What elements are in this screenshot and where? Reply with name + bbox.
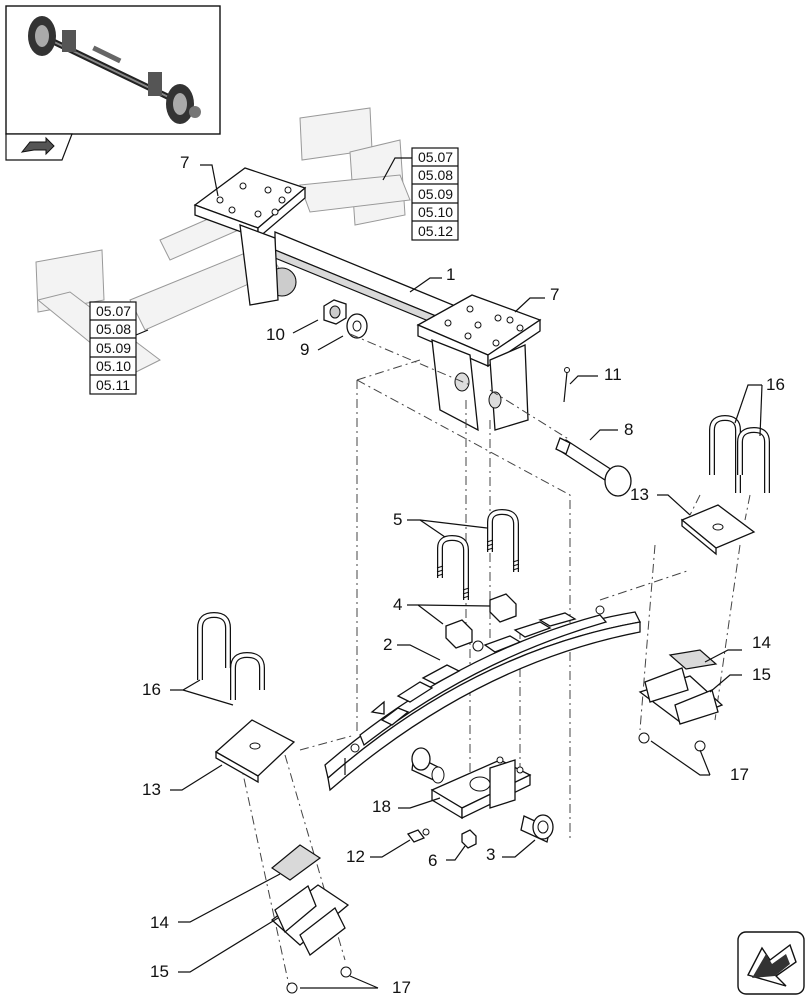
axle-assembly-thumbnail bbox=[28, 16, 201, 124]
callout-11: 11 bbox=[604, 365, 622, 384]
u-bolt-left[interactable] bbox=[197, 611, 265, 700]
lock-nut[interactable] bbox=[461, 829, 477, 849]
u-bolt-center[interactable] bbox=[436, 508, 520, 600]
mounting-plate-right[interactable] bbox=[416, 294, 542, 432]
callout-3: 3 bbox=[486, 845, 495, 864]
callout-16-right: 16 bbox=[766, 375, 785, 394]
reference-box-left[interactable]: 05.07 05.08 05.09 05.10 05.11 bbox=[89, 301, 149, 395]
callout-17-right: 17 bbox=[730, 765, 749, 784]
ref-right-4: 05.12 bbox=[418, 223, 453, 239]
pivot-pin[interactable] bbox=[555, 437, 632, 497]
nut-pair-left[interactable] bbox=[286, 966, 352, 994]
bush-upper[interactable] bbox=[411, 747, 445, 784]
spring-saddle-right[interactable] bbox=[638, 667, 724, 725]
mounting-plate-left[interactable] bbox=[193, 167, 307, 306]
grease-nipple[interactable] bbox=[406, 828, 430, 843]
callout-17-left: 17 bbox=[392, 978, 411, 997]
callout-13-left: 13 bbox=[142, 780, 161, 799]
callout-14-left: 14 bbox=[150, 913, 169, 932]
clamp-plate-left[interactable] bbox=[214, 719, 296, 784]
spring-seat-pad[interactable] bbox=[445, 593, 517, 649]
callout-8: 8 bbox=[624, 420, 633, 439]
callout-labels: 7 1 7 10 9 11 16 8 13 5 4 2 14 15 16 17 … bbox=[142, 153, 785, 997]
callout-6: 6 bbox=[428, 851, 437, 870]
ref-left-3: 05.10 bbox=[96, 358, 131, 374]
leaf-spring[interactable] bbox=[324, 605, 641, 792]
callout-10: 10 bbox=[266, 325, 285, 344]
callout-7-left: 7 bbox=[180, 153, 189, 172]
callout-15-left: 15 bbox=[150, 962, 169, 981]
ref-left-4: 05.11 bbox=[96, 377, 130, 393]
ref-right-3: 05.10 bbox=[418, 204, 453, 220]
ref-right-0: 05.07 bbox=[418, 149, 453, 165]
spring-hanger-bracket[interactable] bbox=[430, 756, 532, 820]
bush-lower[interactable] bbox=[520, 814, 554, 843]
leader-lines bbox=[170, 164, 763, 989]
cotter-pin[interactable] bbox=[563, 367, 570, 403]
ref-left-0: 05.07 bbox=[96, 303, 131, 319]
callout-18: 18 bbox=[372, 797, 391, 816]
nut-pair-right[interactable] bbox=[638, 732, 706, 752]
ref-left-1: 05.08 bbox=[96, 321, 131, 337]
callout-7-right: 7 bbox=[550, 285, 559, 304]
callout-2: 2 bbox=[383, 635, 392, 654]
clamp-plate-right[interactable] bbox=[680, 504, 756, 556]
spring-saddle-left[interactable] bbox=[270, 884, 350, 956]
ref-right-2: 05.09 bbox=[418, 186, 453, 202]
rubber-pad-right[interactable] bbox=[668, 649, 718, 670]
reference-box-right[interactable]: 05.07 05.08 05.09 05.10 05.12 bbox=[382, 147, 459, 241]
washer[interactable] bbox=[346, 313, 368, 339]
callout-12: 12 bbox=[346, 847, 365, 866]
hex-nut[interactable] bbox=[323, 299, 347, 325]
next-page-arrow-icon[interactable] bbox=[737, 931, 805, 995]
rubber-pad-left[interactable] bbox=[270, 844, 322, 881]
u-bolt-right[interactable] bbox=[709, 414, 770, 493]
callout-14-right: 14 bbox=[752, 633, 771, 652]
callout-16-left: 16 bbox=[142, 680, 161, 699]
previous-page-arrow-icon[interactable] bbox=[5, 133, 73, 161]
ref-left-2: 05.09 bbox=[96, 340, 131, 356]
ref-right-1: 05.08 bbox=[418, 167, 453, 183]
callout-1: 1 bbox=[446, 265, 455, 284]
axle-thumbnail-frame bbox=[5, 5, 221, 161]
callout-9: 9 bbox=[300, 340, 309, 359]
callout-13-right: 13 bbox=[630, 485, 649, 504]
callout-15-right: 15 bbox=[752, 665, 771, 684]
callout-5: 5 bbox=[393, 510, 402, 529]
callout-4: 4 bbox=[393, 595, 402, 614]
